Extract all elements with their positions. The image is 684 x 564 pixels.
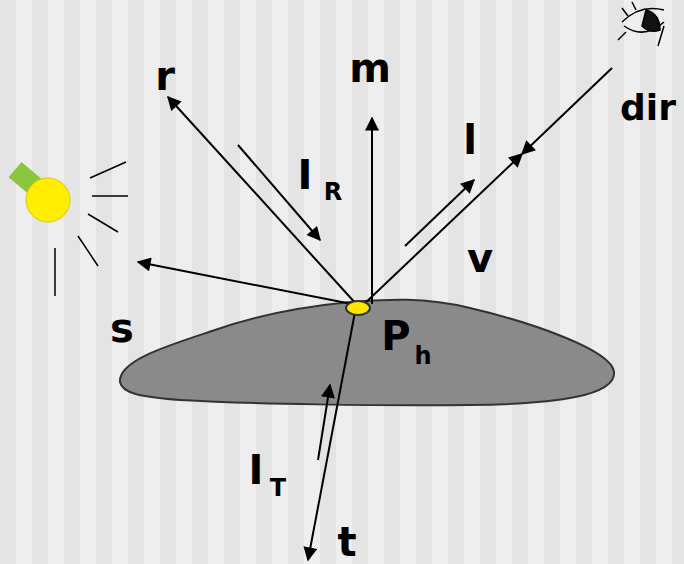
ray-label: v: [467, 238, 493, 278]
subscript-label: R: [324, 180, 342, 204]
view-vector: [362, 154, 522, 306]
light-source: [9, 162, 128, 296]
ray-label: t: [337, 522, 356, 562]
intensity-label: I: [298, 155, 313, 195]
normal-vector: [371, 118, 373, 304]
dir-vector: [522, 68, 612, 154]
light-vector: [138, 262, 362, 306]
transmitted-intensity-arrow: [318, 385, 330, 460]
intensity-label: I: [249, 450, 264, 490]
subscript-label: T: [270, 476, 286, 500]
ray-label: dir: [620, 90, 676, 126]
surface-object: [120, 300, 614, 406]
point-label: P: [381, 316, 410, 356]
intensity-arrow: [405, 180, 474, 246]
ray-label: l: [463, 120, 477, 160]
ray-label: s: [110, 308, 134, 348]
reflected-intensity-arrow: [238, 145, 320, 240]
ray-label: r: [155, 56, 175, 96]
subscript-label: h: [414, 344, 431, 368]
eye-icon: [618, 2, 664, 46]
hit-point: [346, 301, 370, 315]
ray-label: m: [349, 48, 391, 88]
reflected-ray: [168, 97, 358, 306]
